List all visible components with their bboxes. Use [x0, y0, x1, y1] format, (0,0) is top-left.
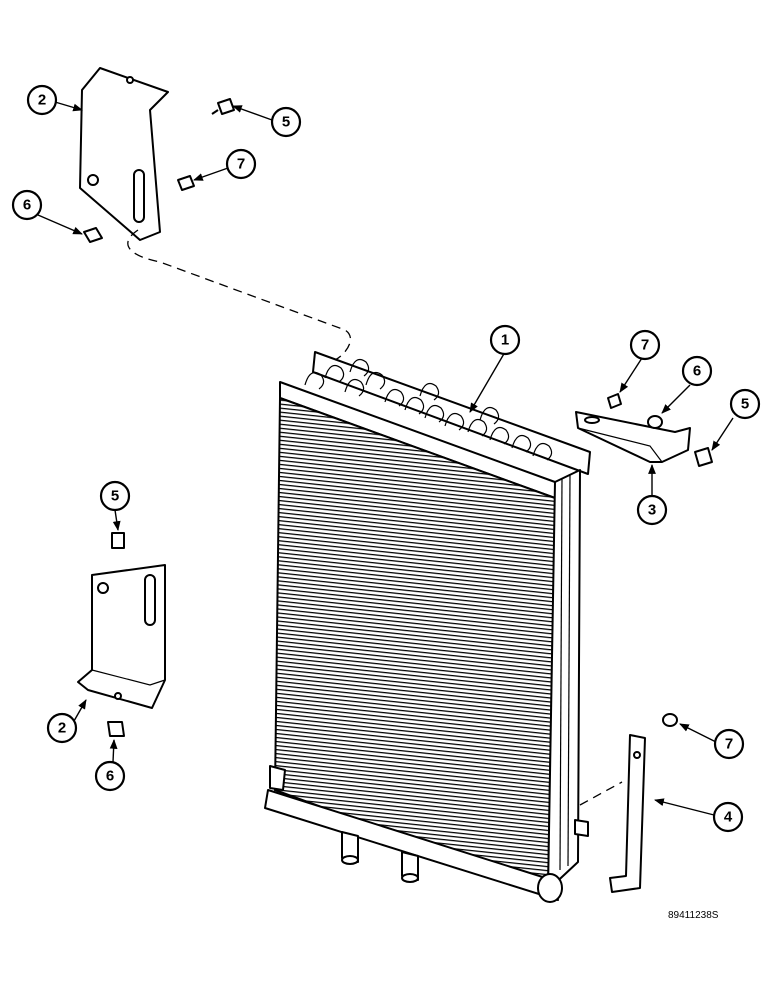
callout-number: 6 [693, 363, 701, 380]
callout-number: 6 [23, 197, 31, 214]
callout-number: 1 [501, 332, 509, 349]
callout-7-right: 7 [629, 329, 661, 361]
assembly-lines [127, 229, 623, 806]
condenser-core [264, 351, 591, 903]
callout-number: 5 [111, 488, 119, 505]
bracket-strap [609, 734, 646, 893]
callout-3: 3 [636, 494, 668, 526]
callout-number: 2 [38, 92, 46, 109]
callout-number: 7 [237, 156, 245, 173]
callout-5-upper: 5 [270, 106, 302, 138]
leader-lines [37, 101, 734, 816]
callout-number: 5 [741, 396, 749, 413]
callout-2-lower: 2 [46, 712, 78, 744]
tube-bends [304, 359, 553, 461]
bracket-upper-right [575, 411, 691, 463]
drawing-id-label: 89411238S [668, 910, 719, 921]
callout-number: 7 [725, 736, 733, 753]
callout-7-upper: 7 [225, 148, 257, 180]
bracket-lower-left [77, 564, 166, 709]
callout-2-upper: 2 [26, 84, 58, 116]
callout-6-upper: 6 [11, 189, 43, 221]
callout-number: 5 [282, 114, 290, 131]
callout-1: 1 [489, 324, 521, 356]
callout-6-right: 6 [681, 355, 713, 387]
callout-number: 7 [641, 337, 649, 354]
callout-6-lower: 6 [94, 760, 126, 792]
callout-number: 6 [106, 768, 114, 785]
fasteners [83, 98, 713, 737]
callout-5-left: 5 [99, 480, 131, 512]
callout-number: 4 [724, 809, 733, 826]
callout-number: 2 [58, 720, 66, 737]
callout-7-lower: 7 [713, 728, 745, 760]
callout-5-right: 5 [729, 388, 761, 420]
callout-number: 3 [648, 502, 656, 519]
bracket-upper-left [79, 67, 169, 241]
callout-4: 4 [712, 801, 744, 833]
